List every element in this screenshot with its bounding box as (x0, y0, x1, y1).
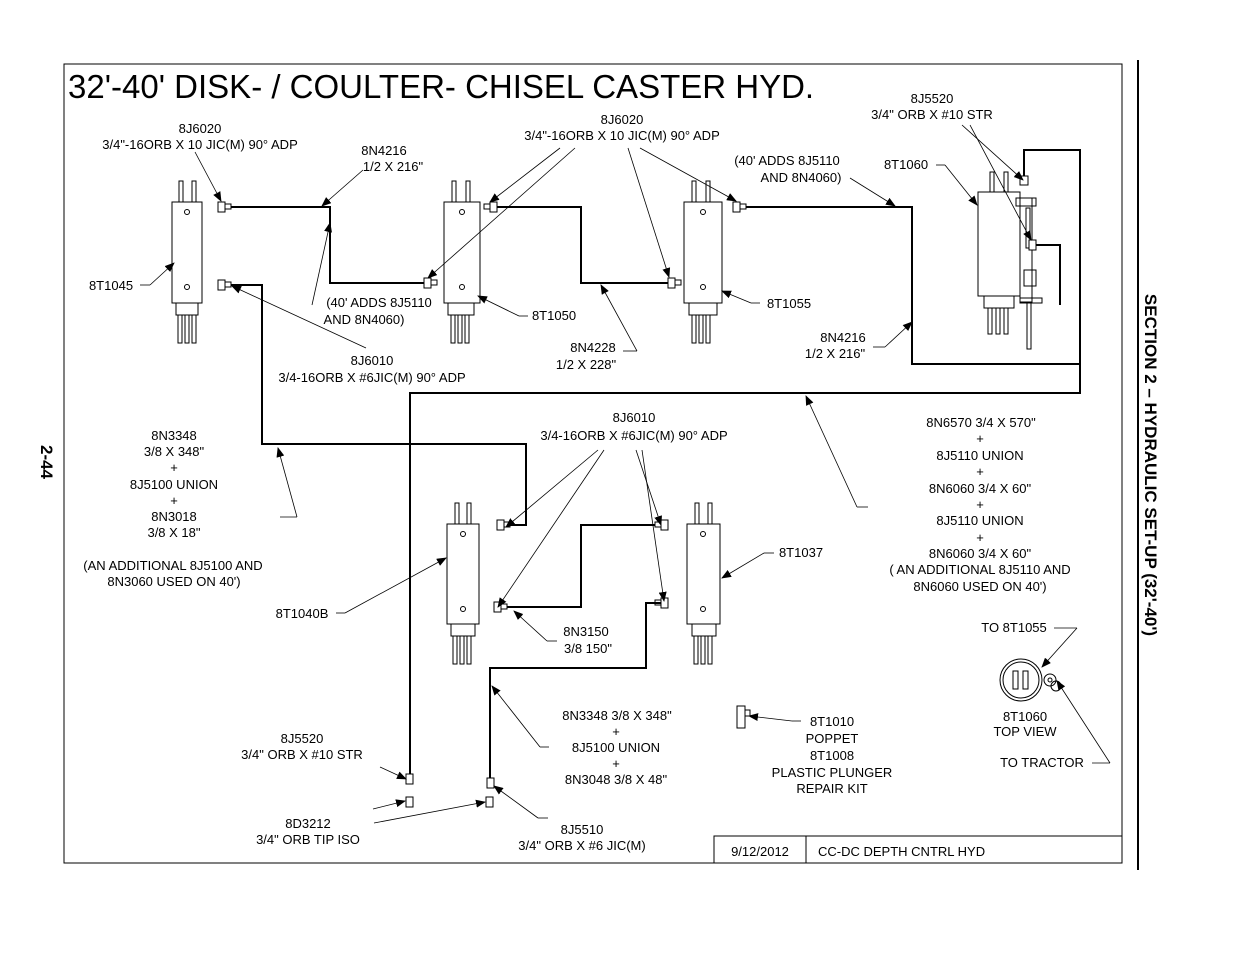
label-8d3212: 8D3212 (285, 816, 331, 831)
footer-drawing-name: CC-DC DEPTH CNTRL HYD (818, 844, 985, 859)
label-8n3348-left: 8N3348 (151, 428, 197, 443)
label-8t1060-top-view: 8T1060 (1003, 709, 1047, 724)
label-8n3150-desc: 3/8 150" (564, 641, 612, 656)
hose-lines (231, 149, 1081, 778)
label-40-adds-left-2: AND 8N4060) (324, 312, 405, 327)
label-8n6060-2: 8N6060 3/4 X 60" (929, 546, 1032, 561)
label-8n4216-top-desc: 1/2 X 216" (363, 159, 424, 174)
page-number: 2-44 (37, 445, 56, 480)
label-8j6010-lower: 8J6010 (613, 410, 656, 425)
footer-date: 9/12/2012 (731, 844, 789, 859)
label-8j5100-union-left: 8J5100 UNION (130, 477, 218, 492)
label-repair-kit: REPAIR KIT (796, 781, 867, 796)
label-8n3048: 8N3048 3/8 X 48" (565, 772, 668, 787)
label-8t1045: 8T1045 (89, 278, 133, 293)
label-additional-right-2: 8N6060 USED ON 40') (913, 579, 1046, 594)
label-8d3212-desc: 3/4" ORB TIP ISO (256, 832, 360, 847)
section-label: SECTION 2 – HYDRAULIC SET-UP (32'-40') (1141, 294, 1160, 636)
label-plus-4: + (976, 464, 984, 479)
label-8n3018-desc: 3/8 X 18" (147, 525, 200, 540)
label-8j5510: 8J5510 (561, 822, 604, 837)
label-8n6060-1: 8N6060 3/4 X 60" (929, 481, 1032, 496)
label-8n4216-right: 8N4216 (820, 330, 866, 345)
label-to-8t1055: TO 8T1055 (981, 620, 1047, 635)
label-plus-5: + (976, 497, 984, 512)
label-top-view: TOP VIEW (993, 724, 1057, 739)
cylinder-8t1037 (686, 502, 721, 665)
label-40-adds-right-2: AND 8N4060) (761, 170, 842, 185)
label-8n3150: 8N3150 (563, 624, 609, 639)
label-plus-3: + (976, 431, 984, 446)
label-8j5520-bottom-desc: 3/4" ORB X #10 STR (241, 747, 363, 762)
title-block: 9/12/2012 CC-DC DEPTH CNTRL HYD (713, 835, 1123, 864)
page-title: 32'-40' DISK- / COULTER- CHISEL CASTER H… (68, 68, 814, 105)
label-additional-left: (AN ADDITIONAL 8J5100 AND (83, 558, 262, 573)
label-8n4216-top: 8N4216 (361, 143, 407, 158)
label-8n3348-left-desc: 3/8 X 348" (144, 444, 205, 459)
label-8j6020-mid-desc: 3/4"-16ORB X 10 JIC(M) 90° ADP (524, 128, 720, 143)
label-8n4216-right-desc: 1/2 X 216" (805, 346, 866, 361)
label-8t1050: 8T1050 (532, 308, 576, 323)
label-8j5110-union-2: 8J5110 UNION (936, 513, 1023, 528)
label-8t1037: 8T1037 (779, 545, 823, 560)
cylinder-8t1050 (443, 180, 481, 344)
label-8j6020-left: 8J6020 (179, 121, 222, 136)
label-8j6010-upper: 8J6010 (351, 353, 394, 368)
cylinder-8t1060 (977, 171, 1043, 350)
label-8t1060: 8T1060 (884, 157, 928, 172)
label-to-tractor: TO TRACTOR (1000, 755, 1084, 770)
label-8j5520-bottom: 8J5520 (281, 731, 324, 746)
label-8n3018: 8N3018 (151, 509, 197, 524)
label-8j5520-top-desc: 3/4" ORB X #10 STR (871, 107, 993, 122)
label-poppet: POPPET (806, 731, 859, 746)
cylinder-8t1045 (171, 180, 203, 344)
label-8t1008: 8T1008 (810, 748, 854, 763)
label-8n4228-desc: 1/2 X 228" (556, 357, 617, 372)
leader-lines (140, 124, 1111, 824)
label-8j6020-left-desc: 3/4"-16ORB X 10 JIC(M) 90° ADP (102, 137, 298, 152)
8t1060-top-view-icon (999, 658, 1062, 702)
label-8n6570: 8N6570 3/4 X 570" (926, 415, 1036, 430)
label-8j6010-lower-desc: 3/4-16ORB X #6JIC(M) 90° ADP (540, 428, 727, 443)
drawing-border (63, 63, 1123, 864)
label-8j5110-union-1: 8J5110 UNION (936, 448, 1023, 463)
cylinder-8t1055 (683, 180, 723, 344)
label-8n4228: 8N4228 (570, 340, 616, 355)
label-40-adds-right: (40' ADDS 8J5110 (734, 153, 840, 168)
label-plus-2: + (170, 493, 178, 508)
label-additional-left-2: 8N3060 USED ON 40') (107, 574, 240, 589)
label-8j6020-mid: 8J6020 (601, 112, 644, 127)
label-8j5520-top: 8J5520 (911, 91, 954, 106)
label-8t1055: 8T1055 (767, 296, 811, 311)
label-40-adds-left: (40' ADDS 8J5110 (326, 295, 432, 310)
label-plus-1: + (170, 460, 178, 475)
label-8j6010-upper-desc: 3/4-16ORB X #6JIC(M) 90° ADP (278, 370, 465, 385)
label-plastic-plunger: PLASTIC PLUNGER (772, 765, 893, 780)
label-plus-6: + (976, 530, 984, 545)
label-8j5510-desc: 3/4" ORB X #6 JIC(M) (518, 838, 645, 853)
label-8t1040b: 8T1040B (276, 606, 329, 621)
callout-labels: 8J6020 3/4"-16ORB X 10 JIC(M) 90° ADP 8N… (83, 91, 1084, 853)
label-plus-7: + (612, 724, 620, 739)
label-8t1010: 8T1010 (810, 714, 854, 729)
cylinder-8t1040b (446, 502, 480, 665)
label-8j5100-union-bottom: 8J5100 UNION (572, 740, 660, 755)
label-plus-8: + (612, 756, 620, 771)
label-additional-right: ( AN ADDITIONAL 8J5110 AND (889, 562, 1070, 577)
label-8n3348-bottom: 8N3348 3/8 X 348" (562, 708, 672, 723)
